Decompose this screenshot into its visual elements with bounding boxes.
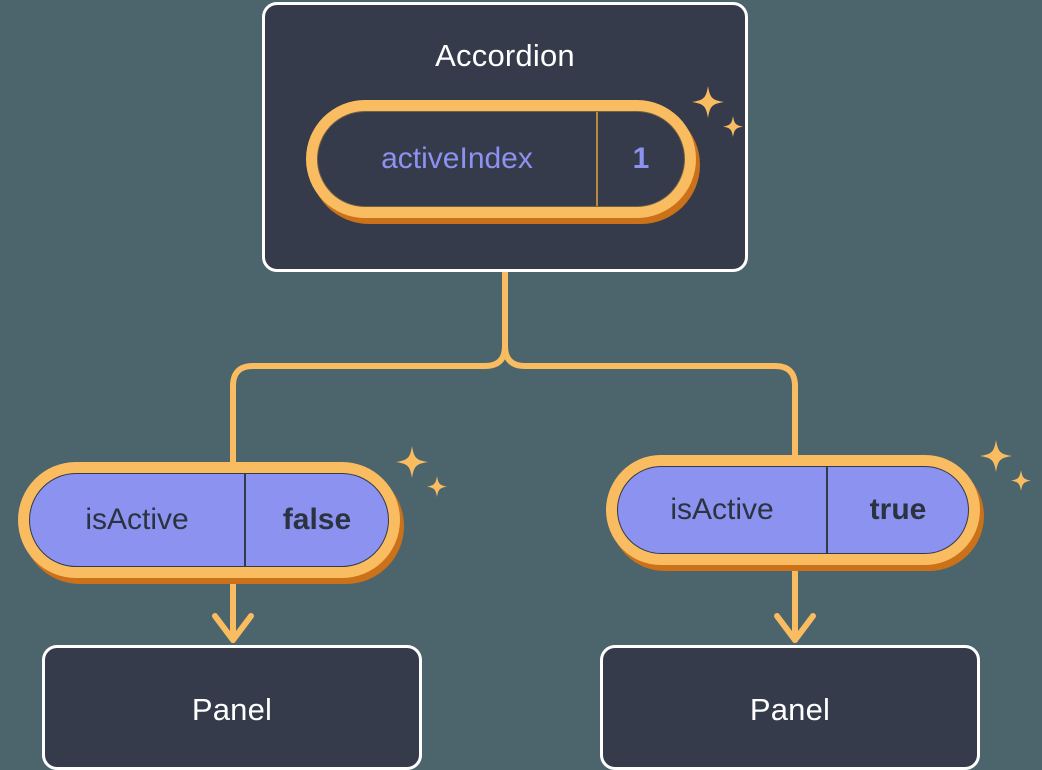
prop-pill-is-active-right[interactable]: isActive true <box>606 455 984 571</box>
sparkle-icon-right <box>980 440 1031 491</box>
prop-key: activeIndex <box>381 142 533 175</box>
sparkle-icon-left <box>396 446 447 497</box>
pill-ring: isActive false <box>18 462 400 578</box>
prop-value: 1 <box>596 112 684 206</box>
wire-branch-right <box>502 343 798 473</box>
prop-key: isActive <box>670 493 774 526</box>
pill-body: isActive true <box>617 466 969 554</box>
prop-pill-active-index[interactable]: activeIndex 1 <box>306 100 700 224</box>
pill-ring: activeIndex 1 <box>306 100 696 218</box>
panel-card-left-title: Panel <box>191 692 273 727</box>
accordion-card-title: Accordion <box>435 38 575 73</box>
panel-card-right-title: Panel <box>749 692 831 727</box>
prop-value: false <box>244 474 388 566</box>
prop-pill-is-active-left[interactable]: isActive false <box>18 462 404 584</box>
arrowhead-right <box>774 613 816 643</box>
pill-ring: isActive true <box>606 455 980 565</box>
pill-body: isActive false <box>29 473 389 567</box>
wire-branch-left <box>230 343 508 473</box>
sparkle-icon-root <box>692 86 743 137</box>
panel-card-left[interactable]: Panel <box>42 645 422 770</box>
pill-body: activeIndex 1 <box>317 111 685 207</box>
arrowhead-left <box>212 613 254 643</box>
prop-value: true <box>826 467 968 553</box>
prop-key: isActive <box>85 503 189 536</box>
panel-card-right[interactable]: Panel <box>600 645 980 770</box>
